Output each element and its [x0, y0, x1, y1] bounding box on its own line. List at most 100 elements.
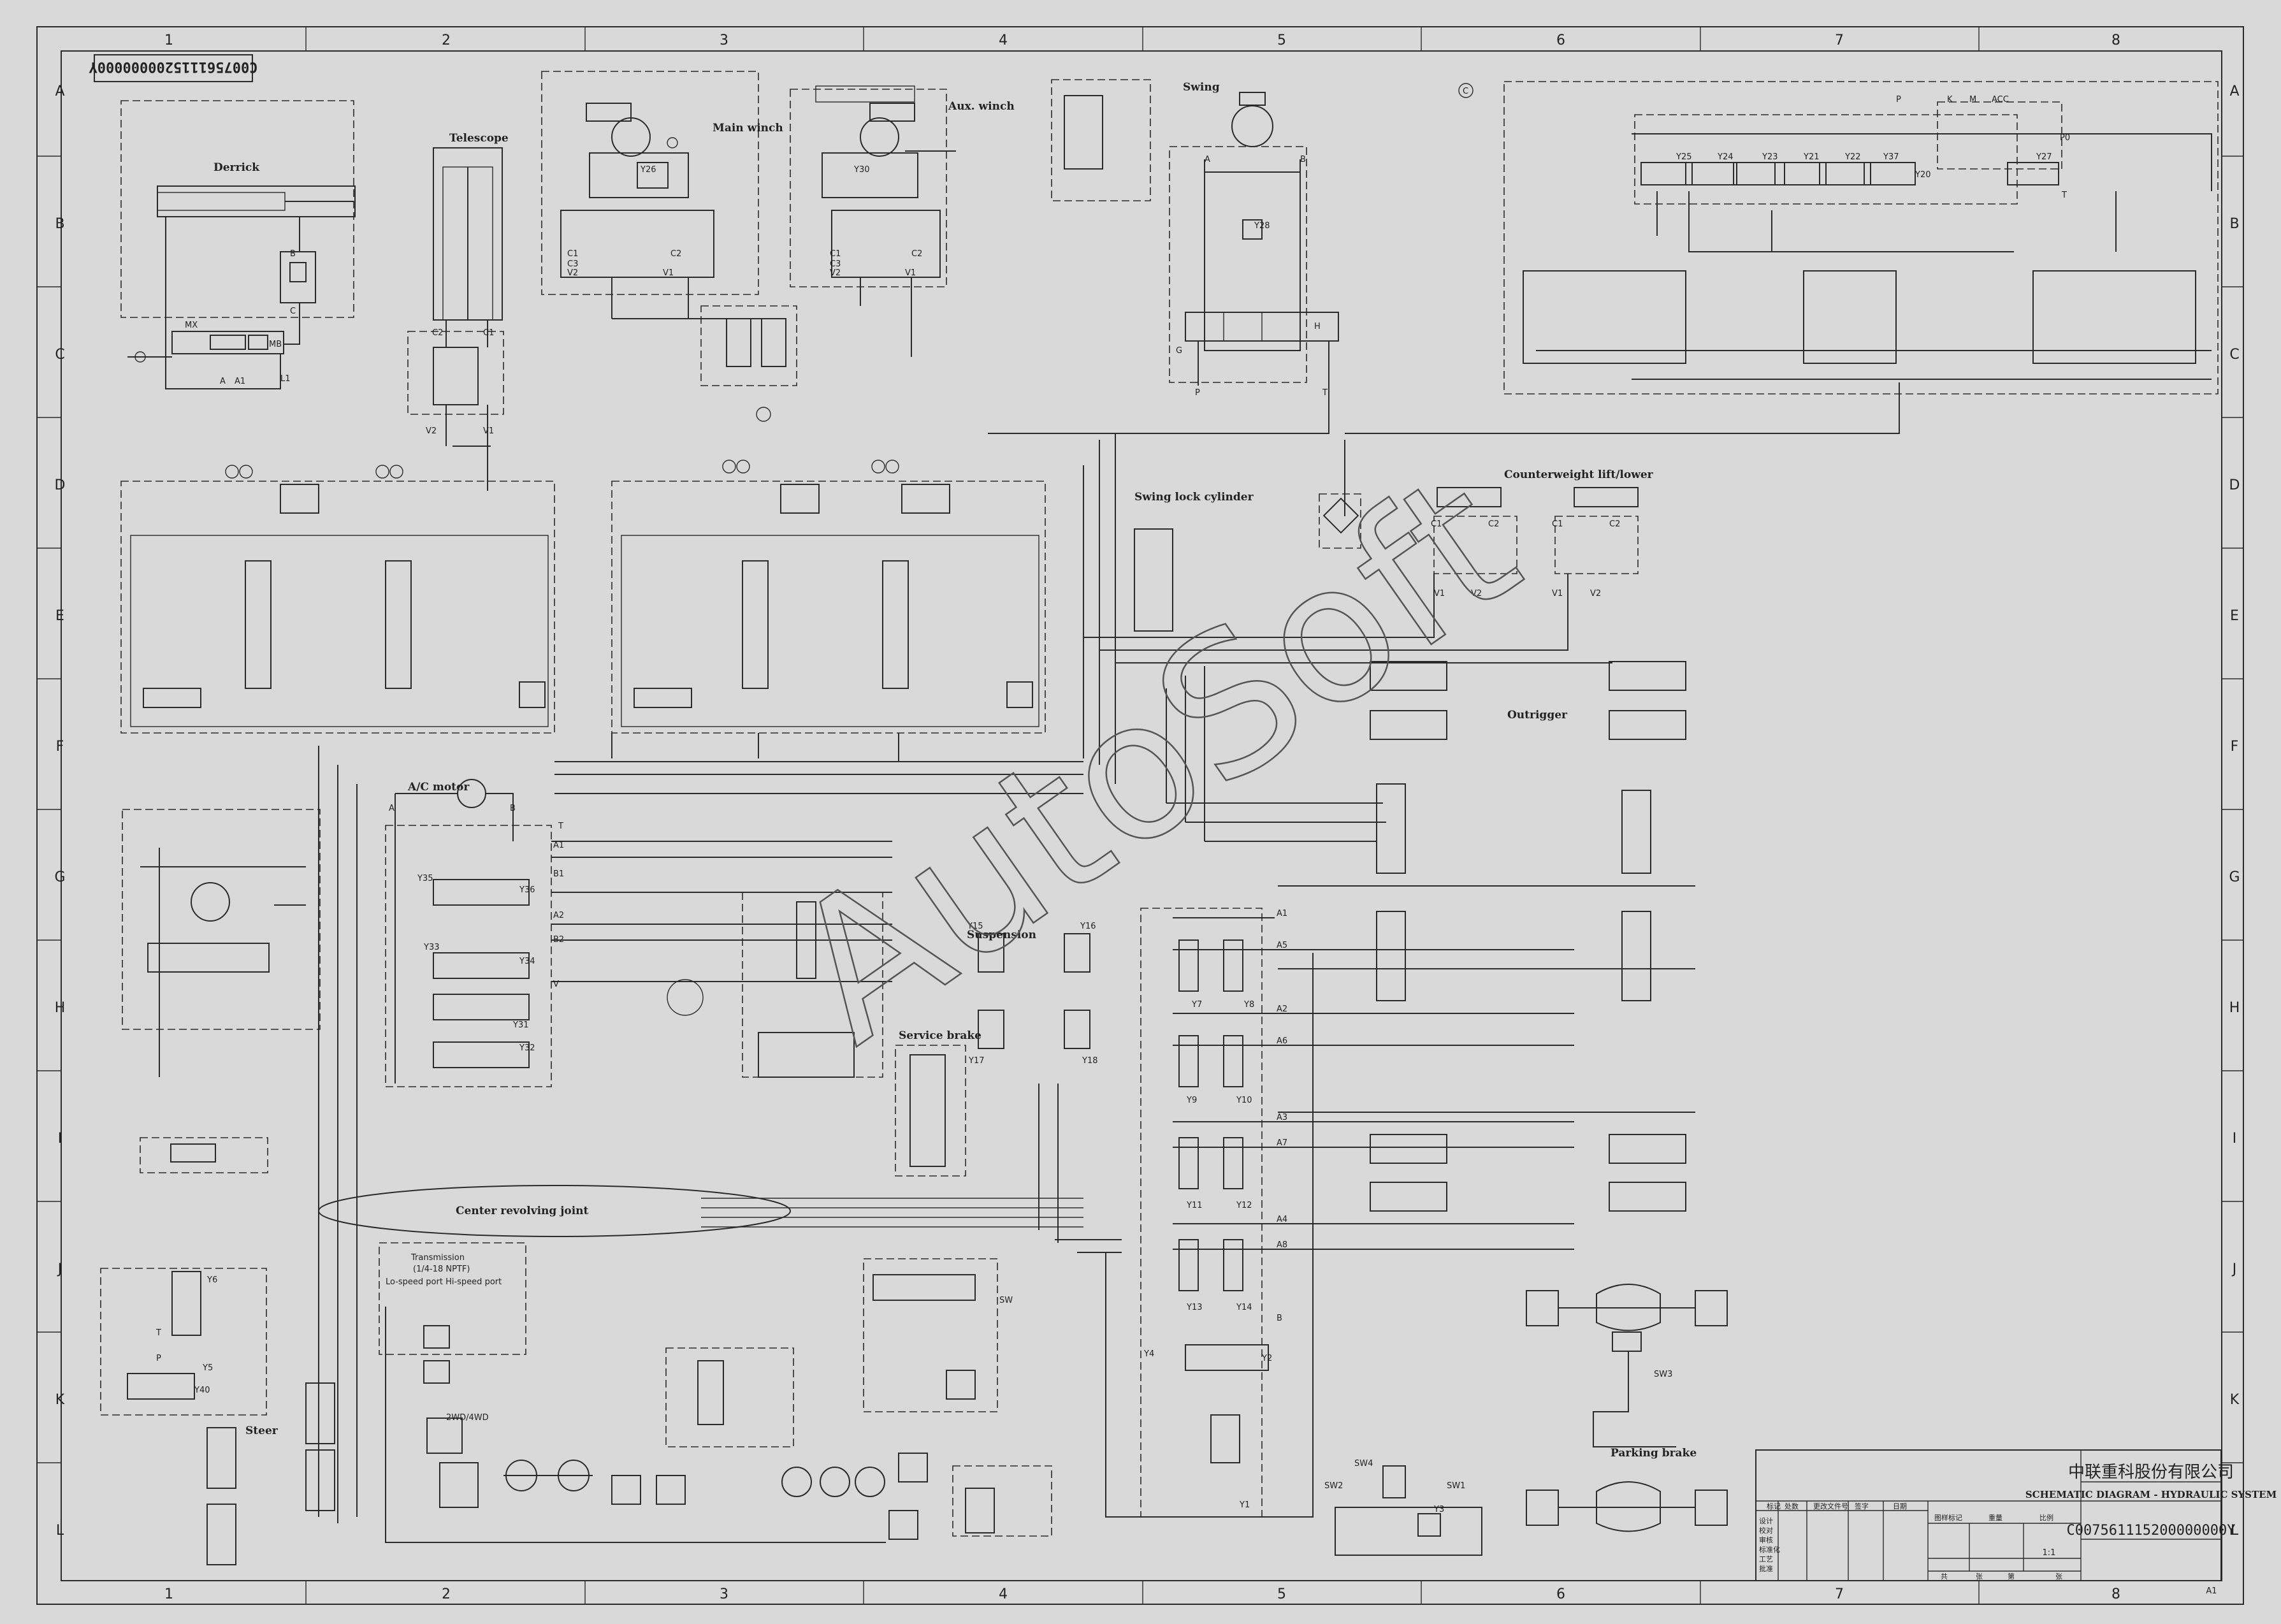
trunk-lines	[318, 382, 1900, 1523]
tb-sh3: 张	[2055, 1572, 2062, 1581]
mw-y26: Y26	[640, 165, 656, 175]
trans-ports: Lo-speed port Hi-speed port	[386, 1277, 502, 1287]
front-axle	[1526, 1284, 1728, 1447]
winch-control-valve	[700, 305, 797, 422]
tb-h0: 标记	[1767, 1502, 1781, 1511]
ac-motor-group: A/C motor A B T A1 B1 A2 B2 V Y35 Y36 Y3…	[385, 779, 892, 1087]
tb-sh0: 共	[1941, 1572, 1948, 1581]
main-winch-group: Main winch Y26 C1 C2 C3 V1 V2	[541, 71, 783, 319]
port-mx: MX	[185, 321, 198, 330]
mw-v1: V1	[663, 268, 674, 278]
label-2wd-4wd: 2WD/4WD	[446, 1413, 489, 1423]
grid-column-labels-top: 1 2 3 4 5 6 7 8	[164, 33, 2120, 48]
grid-col-8: 8	[2111, 33, 2120, 48]
accumulator-group: SW2 SW4 SW1 Y3 SW3 SW	[999, 1296, 1672, 1556]
grid-row-A-right: A	[2229, 83, 2239, 99]
vc-a4: A4	[1277, 1215, 1287, 1224]
aux-winch-group: Aux. winch Y30 C1 C2 C3 V1 V2	[790, 85, 1015, 357]
pm-t: T	[2061, 191, 2067, 200]
label-main-winch: Main winch	[713, 122, 783, 134]
grid-col-6-bottom: 6	[1556, 1586, 1565, 1602]
ac-y31: Y31	[512, 1020, 528, 1030]
label-parking-brake: Parking brake	[1611, 1447, 1697, 1460]
grid-col-4-bottom: 4	[999, 1586, 1008, 1602]
derrick-valve-body	[171, 331, 284, 354]
grid-row-A: A	[55, 83, 64, 99]
grid-row-D-right: D	[2229, 477, 2240, 493]
label-telescope: Telescope	[449, 132, 509, 145]
vc-y4: Y4	[1143, 1349, 1154, 1359]
pm-y23: Y23	[1762, 152, 1778, 162]
vc-a5: A5	[1277, 941, 1287, 950]
vc-a6: A6	[1277, 1036, 1287, 1046]
swing-a: A	[1205, 155, 1210, 164]
left-motor-block	[122, 809, 321, 1173]
port-c: C	[290, 307, 296, 316]
pm-acc: ACC	[1992, 95, 2009, 105]
transmission-group: Transmission (1/4-18 NPTF) Lo-speed port…	[379, 1242, 886, 1543]
ac-t: T	[558, 822, 563, 831]
grid-col-8-bottom: 8	[2111, 1586, 2120, 1602]
ac-a1: A1	[553, 841, 564, 850]
tb-sh1: 张	[1976, 1572, 1983, 1581]
tb-h1: 处数	[1785, 1502, 1799, 1511]
vc-y2: Y2	[1261, 1354, 1272, 1363]
grid-col-2: 2	[442, 33, 451, 48]
pm-y37: Y37	[1883, 152, 1899, 162]
grid-row-I-right: I	[2233, 1131, 2237, 1147]
pm-y20: Y20	[1915, 170, 1930, 180]
susp-y18: Y18	[1082, 1056, 1097, 1066]
tb-r0: 设计	[1759, 1517, 1773, 1525]
label-swing-lock: Swing lock cylinder	[1134, 491, 1254, 504]
ac-v: V	[553, 980, 559, 989]
tb-company: 中联重科股份有限公司	[2068, 1463, 2234, 1482]
grid-col-5-bottom: 5	[1277, 1586, 1286, 1602]
vc-a2: A2	[1277, 1004, 1287, 1014]
grid-col-1-bottom: 1	[164, 1586, 173, 1602]
ac-y34: Y34	[519, 957, 535, 966]
tele-v1: V1	[483, 426, 494, 436]
label-center-revolving-joint: Center revolving joint	[456, 1205, 589, 1217]
vc-y8: Y8	[1243, 1000, 1254, 1010]
steer-y5: Y5	[202, 1363, 213, 1373]
port-mb: MB	[269, 340, 282, 349]
grid-row-K-right: K	[2230, 1392, 2240, 1408]
grid-row-J-right: J	[2231, 1261, 2237, 1277]
pm-y25: Y25	[1676, 152, 1691, 162]
swing-h: H	[1314, 322, 1321, 331]
mw-c2: C2	[670, 249, 681, 259]
vc-y12: Y12	[1236, 1201, 1252, 1210]
aw-v1: V1	[905, 268, 916, 278]
pm-y21: Y21	[1803, 152, 1819, 162]
tb-number: C007561115200000000Y	[2067, 1523, 2236, 1539]
grid-row-C-right: C	[2229, 347, 2239, 363]
main-winch-drum	[586, 103, 632, 122]
swing-p: P	[1195, 388, 1200, 398]
aw-y30: Y30	[853, 165, 869, 175]
inner-frame	[61, 50, 2222, 1581]
tb-r5: 批准	[1759, 1564, 1773, 1573]
grid-row-E: E	[55, 608, 64, 624]
vc-a3: A3	[1277, 1113, 1287, 1122]
tb-h4: 日期	[1893, 1502, 1907, 1511]
swing-b: B	[1300, 155, 1306, 164]
grid-row-C: C	[55, 347, 64, 363]
vc-y7: Y7	[1191, 1000, 1202, 1010]
rotated-code: C007561115200000000Y	[89, 59, 258, 75]
sw2-label: SW2	[1324, 1481, 1343, 1491]
steer-p: P	[156, 1354, 161, 1363]
grid-col-3: 3	[720, 33, 728, 48]
grid-dividers	[37, 27, 2243, 1604]
cw-c2: C2	[1488, 519, 1499, 529]
sw4-label: SW4	[1354, 1459, 1373, 1468]
grid-row-labels-right: A B C D E F G H I J K L	[2229, 83, 2240, 1539]
ac-y33: Y33	[423, 943, 439, 952]
pilot-manifold-group: Y25 Y24 Y23 Y21 Y22 Y37 Y20 Y27 P T K M …	[1458, 81, 2219, 395]
mw-c1: C1	[567, 249, 578, 259]
vc-y14: Y14	[1236, 1303, 1252, 1312]
sheet-size: A1	[2206, 1586, 2217, 1596]
grid-col-3-bottom: 3	[720, 1586, 728, 1602]
pm-k: K	[1947, 95, 1953, 105]
label-ac-motor: A/C motor	[407, 781, 470, 794]
